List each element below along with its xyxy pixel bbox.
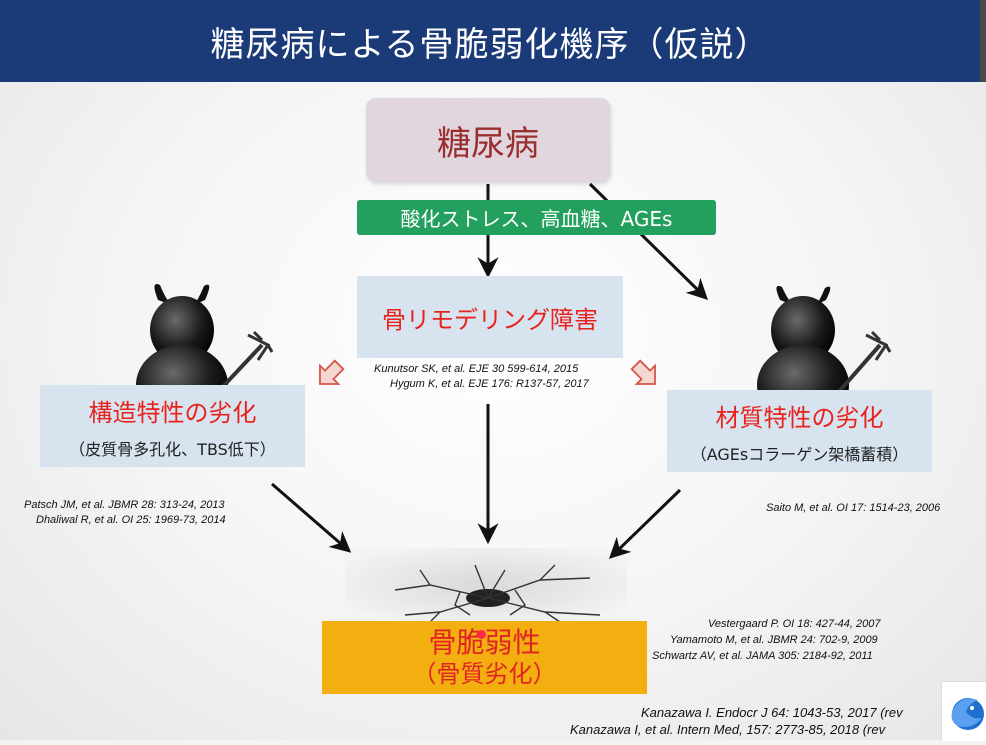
pointer-dot: [477, 630, 486, 639]
material-sublabel: （AGEsコラーゲン架橋蓄積）: [690, 444, 909, 464]
remodeling-ref-1: Kunutsor SK, et al. EJE 30 599-614, 2015: [374, 363, 579, 375]
structure-sublabel: （皮質骨多孔化、TBS低下）: [69, 439, 276, 459]
arrow-material-to-fragility: [608, 488, 682, 559]
title-bar: 糖尿病による骨脆弱化機序（仮説）: [0, 0, 986, 82]
left-hollow-arrow-icon: [319, 359, 345, 385]
remodeling-label: 骨リモデリング障害: [382, 305, 598, 334]
footer-ref-2: Kanazawa I, et al. Intern Med, 157: 2773…: [570, 722, 886, 737]
fragility-ref-1: Vestergaard P. OI 18: 427-44, 2007: [708, 618, 881, 630]
bone-crack-image: [345, 548, 627, 623]
material-ref-1: Saito M, et al. OI 17: 1514-23, 2006: [766, 502, 941, 514]
thunderbird-icon[interactable]: [941, 681, 986, 741]
fragility-ref-2: Yamamoto M, et al. JBMR 24: 702-9, 2009: [670, 634, 878, 646]
material-node: 材質特性の劣化 （AGEsコラーゲン架橋蓄積）: [667, 390, 932, 472]
fragility-sublabel: （骨質劣化）: [412, 659, 557, 688]
fragility-ref-3: Schwartz AV, et al. JAMA 305: 2184-92, 2…: [652, 650, 873, 662]
right-hollow-arrow-icon: [630, 359, 656, 385]
mediator-node: 酸化ストレス、高血糖、AGEs: [357, 200, 716, 235]
mediator-label: 酸化ストレス、高血糖、AGEs: [400, 207, 673, 231]
structure-label: 構造特性の劣化: [88, 398, 257, 427]
structure-ref-2: Dhaliwal R, et al. OI 25: 1969-73, 2014: [36, 514, 226, 526]
diabetes-label: 糖尿病: [437, 123, 539, 164]
material-label: 材質特性の劣化: [715, 403, 884, 432]
remodeling-ref-2: Hygum K, et al. EJE 176: R137-57, 2017: [390, 378, 589, 390]
structure-ref-1: Patsch JM, et al. JBMR 28: 313-24, 2013: [24, 499, 225, 511]
remodeling-node: 骨リモデリング障害: [357, 276, 623, 358]
slide-title: 糖尿病による骨脆弱化機序（仮説）: [210, 24, 770, 65]
structure-node: 構造特性の劣化 （皮質骨多孔化、TBS低下）: [40, 385, 305, 467]
arrow-structure-to-fragility: [271, 482, 352, 553]
diabetes-node: 糖尿病: [366, 98, 610, 182]
footer-ref-1: Kanazawa I. Endocr J 64: 1043-53, 2017 (…: [641, 705, 903, 720]
